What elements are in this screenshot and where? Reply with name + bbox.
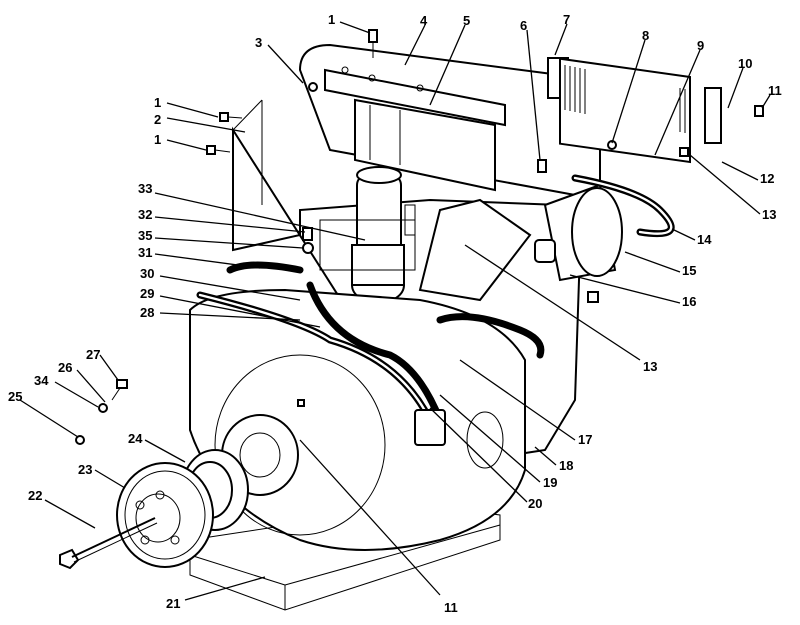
callout-9: 9 (697, 38, 704, 53)
callout-33: 33 (138, 181, 152, 196)
callout-1b: 1 (154, 95, 161, 110)
callout-2: 2 (154, 112, 161, 127)
callout-20: 20 (528, 496, 542, 511)
callout-19: 19 (543, 475, 557, 490)
callout-7: 7 (563, 12, 570, 27)
callout-5: 5 (463, 13, 470, 28)
callout-22: 22 (28, 488, 42, 503)
callout-34: 34 (34, 373, 49, 388)
fuel-hoses (196, 174, 675, 446)
callout-1a: 1 (328, 12, 335, 27)
callout-3: 3 (255, 35, 262, 50)
callout-31: 31 (138, 245, 152, 260)
callout-11a: 11 (768, 83, 782, 98)
callout-10: 10 (738, 56, 752, 71)
callout-13a: 13 (762, 207, 776, 222)
callout-28: 28 (140, 305, 154, 320)
callout-32: 32 (138, 207, 152, 222)
callout-12: 12 (760, 171, 774, 186)
callout-4: 4 (420, 13, 428, 28)
callout-30: 30 (140, 266, 154, 281)
callout-29: 29 (140, 286, 154, 301)
callout-6: 6 (520, 18, 527, 33)
callout-18: 18 (559, 458, 573, 473)
callout-17: 17 (578, 432, 592, 447)
pulley-assembly (116, 449, 249, 568)
callout-8: 8 (642, 28, 649, 43)
leader-lines (19, 21, 771, 601)
callout-35: 35 (138, 228, 152, 243)
callout-25: 25 (8, 389, 22, 404)
callout-16: 16 (682, 294, 696, 309)
muffler (543, 183, 623, 282)
callout-11b: 11 (444, 600, 458, 615)
callout-15: 15 (682, 263, 696, 278)
callout-14: 14 (697, 232, 712, 247)
pulley-bolt (59, 517, 158, 570)
callout-13b: 13 (643, 359, 657, 374)
callout-21: 21 (166, 596, 180, 611)
callout-24: 24 (128, 431, 143, 446)
condenser-core (547, 57, 722, 164)
callout-23: 23 (78, 462, 92, 477)
callout-labels: 1 1 1 2 3 4 5 6 7 8 9 10 11 11 12 13 13 … (8, 12, 782, 615)
callout-27: 27 (86, 347, 100, 362)
callout-26: 26 (58, 360, 72, 375)
shroud-bracket (418, 198, 556, 302)
air-cleaner (319, 166, 416, 304)
callout-1c: 1 (154, 132, 161, 147)
